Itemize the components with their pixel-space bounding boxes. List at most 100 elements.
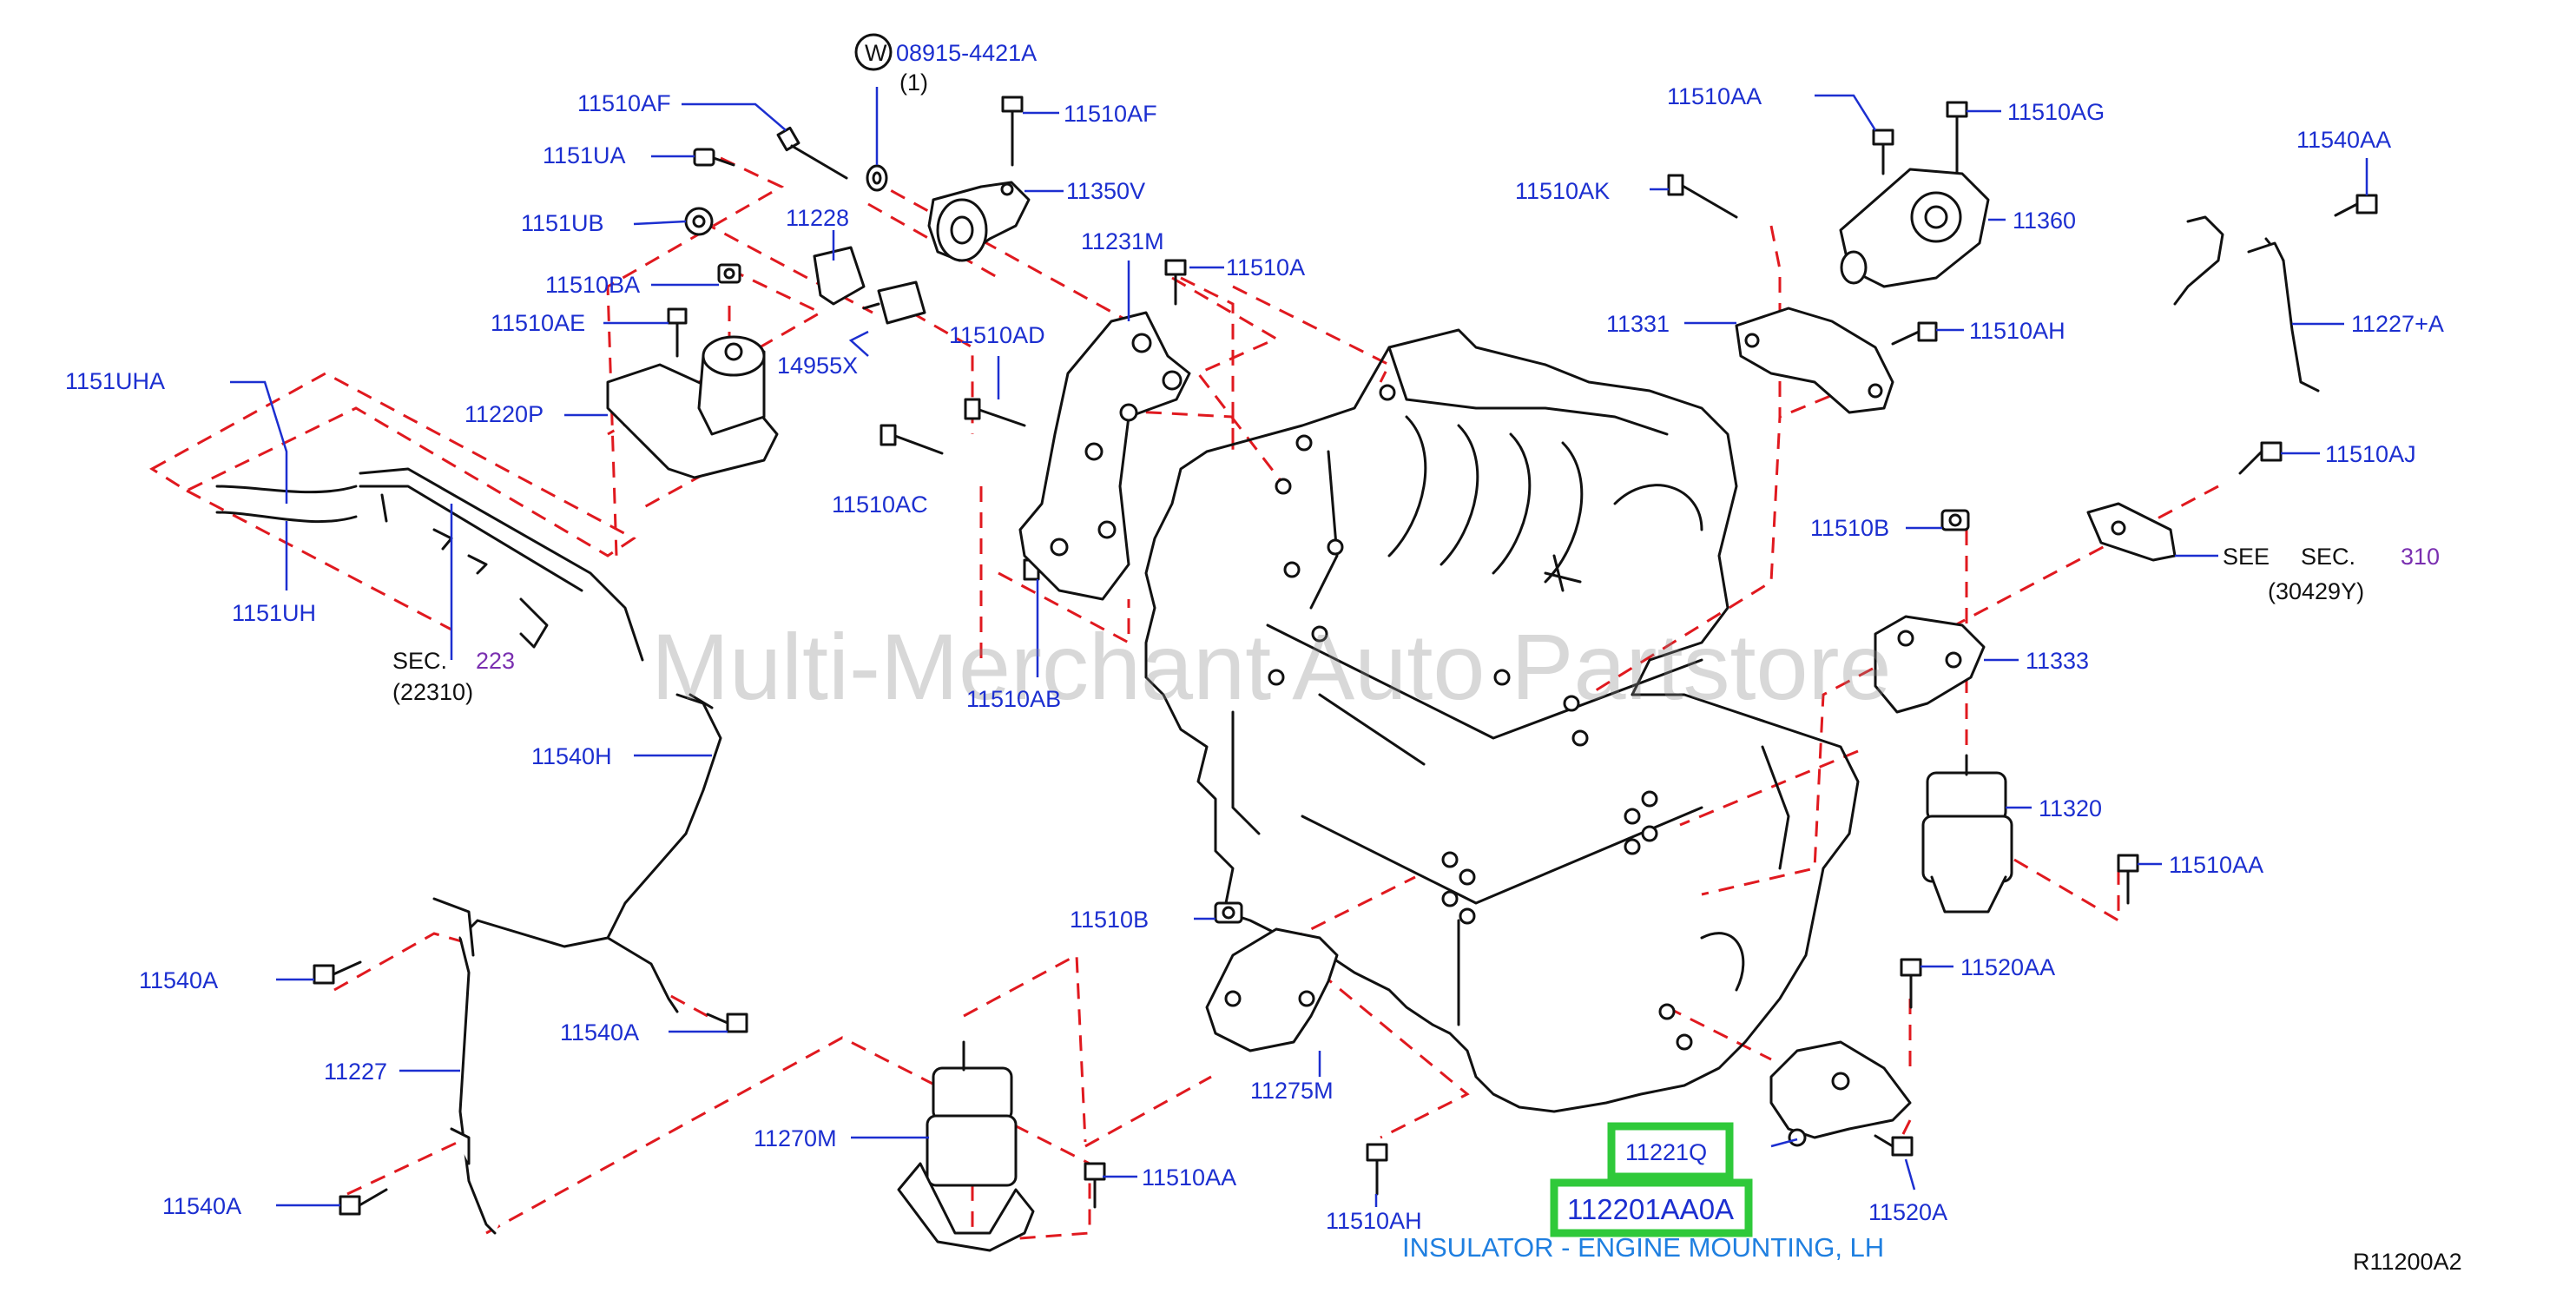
nut-11510BA-icon [717, 263, 741, 284]
label-1151UH[interactable]: 1151UH [232, 600, 316, 626]
sec-223-prefix: SEC. [392, 648, 447, 674]
bolt-11510AF-left-icon [776, 126, 848, 180]
bolt-11510AA-low-icon [1084, 1162, 1106, 1209]
mount-11270M-icon [897, 1040, 1035, 1252]
washer-symbol: W [865, 40, 887, 66]
label-11275M[interactable]: 11275M [1250, 1078, 1334, 1104]
label-11540H[interactable]: 11540H [531, 743, 612, 769]
bolt-11510A-icon [1164, 259, 1187, 306]
washer-part-number[interactable]: 08915-4421A [896, 40, 1037, 66]
nut-11510B-low-icon [1214, 901, 1243, 924]
washer-08915-icon [866, 164, 888, 192]
label-11510AA-low[interactable]: 11510AA [1142, 1164, 1236, 1191]
label-11520A[interactable]: 11520A [1868, 1199, 1947, 1225]
mount-11360-icon [1839, 168, 1990, 288]
bracket-11221Q-icon [1769, 1040, 1912, 1147]
label-11231M[interactable]: 11231M [1081, 228, 1164, 254]
label-11331[interactable]: 11331 [1606, 311, 1670, 337]
bolt-11510AC-icon [880, 424, 944, 455]
label-11510AH-low[interactable]: 11510AH [1326, 1208, 1422, 1234]
washer-1151UB-icon [684, 207, 714, 236]
label-11227[interactable]: 11227 [324, 1059, 387, 1085]
label-11510AE[interactable]: 11510AE [491, 310, 585, 336]
callout-labels: 11510AF 1151UA 1151UB 11510BA 11510AE 11… [65, 83, 2444, 1234]
highlight-callout[interactable]: 11221Q [1625, 1139, 1707, 1165]
label-11510AK[interactable]: 11510AK [1515, 178, 1610, 204]
label-1151UA[interactable]: 1151UA [543, 142, 626, 168]
label-11510B-low[interactable]: 11510B [1070, 907, 1149, 933]
sec-310-prefix: SEC. [2301, 544, 2355, 570]
bolt-11540AA-icon [2334, 194, 2378, 217]
label-11540AA[interactable]: 11540AA [2296, 127, 2391, 153]
label-14955X[interactable]: 14955X [777, 353, 858, 379]
sec-223-number[interactable]: 223 [476, 648, 515, 674]
highlight-description: INSULATOR - ENGINE MOUNTING, LH [1402, 1232, 1884, 1263]
label-11540A-mid[interactable]: 11540A [560, 1019, 639, 1046]
rod-11227-icon [432, 832, 688, 1235]
label-11228[interactable]: 11228 [786, 205, 849, 231]
label-11510AD[interactable]: 11510AD [949, 322, 1045, 348]
rod-11227A-icon [2173, 215, 2320, 393]
sec-223-reference: SEC. 223 (22310) [392, 648, 515, 705]
watermark: Multi-Merchant Auto Partstore [651, 614, 1892, 719]
harness-sec223-icon [359, 467, 644, 662]
label-11540A-low[interactable]: 11540A [162, 1193, 241, 1219]
label-11510BA[interactable]: 11510BA [545, 272, 640, 298]
label-11510B-right[interactable]: 11510B [1810, 515, 1889, 541]
label-11227A[interactable]: 11227+A [2351, 311, 2444, 337]
label-11350V[interactable]: 11350V [1066, 178, 1145, 204]
bolt-11510AH-right-icon [1891, 321, 1938, 346]
label-11510AH-right[interactable]: 11510AH [1969, 318, 2065, 344]
label-11320[interactable]: 11320 [2039, 795, 2102, 821]
bracket-11333-icon [1874, 615, 1986, 714]
sec-310-reference: SEE SEC. 310 (30429Y) [2223, 544, 2440, 604]
bolt-11510AD-icon [964, 398, 1026, 427]
clip-11228-icon [813, 246, 866, 306]
sec-310-see: SEE [2223, 544, 2270, 570]
bracket-11231M-icon [1018, 311, 1191, 601]
label-11540A-left[interactable]: 11540A [139, 967, 218, 993]
label-11510AB[interactable]: 11510AB [966, 686, 1061, 712]
label-11520AA[interactable]: 11520AA [1960, 954, 2055, 980]
label-11510AF-left[interactable]: 11510AF [577, 90, 671, 116]
bolt-11510AG-icon [1946, 101, 1968, 175]
bracket-11331-icon [1735, 307, 1894, 414]
mount-11220P-icon [606, 335, 779, 479]
label-11510AG[interactable]: 11510AG [2007, 99, 2105, 125]
washer-note: W 08915-4421A (1) [854, 33, 1037, 96]
label-11510AJ[interactable]: 11510AJ [2325, 441, 2416, 467]
nut-1151UA-icon [693, 148, 735, 167]
sensor-14955X-icon [862, 280, 926, 325]
engine-block [1144, 328, 1860, 1113]
bolt-11510AE-icon [667, 307, 688, 358]
washer-symbol-icon [854, 33, 893, 71]
bolt-11540A-low-icon [339, 1188, 388, 1216]
bolt-11520A-icon [1874, 1134, 1914, 1157]
bracket-11275M-icon [1205, 927, 1339, 1052]
label-11510A[interactable]: 11510A [1226, 254, 1305, 280]
bolt-11540A-mid-icon [706, 1013, 748, 1033]
label-1151UHA[interactable]: 1151UHA [65, 368, 165, 394]
label-11333[interactable]: 11333 [2026, 648, 2089, 674]
sec-223-sub: (22310) [392, 679, 473, 705]
label-11510AC[interactable]: 11510AC [832, 491, 928, 518]
label-11510AA-top[interactable]: 11510AA [1667, 83, 1762, 109]
label-11510AF-top[interactable]: 11510AF [1064, 101, 1157, 127]
label-11220P[interactable]: 11220P [464, 401, 544, 427]
bolt-11510AA-top-icon [1872, 129, 1894, 175]
label-11360[interactable]: 11360 [2013, 208, 2076, 234]
mount-11320-icon [1921, 754, 2013, 914]
bolt-11510AJ-icon [2238, 441, 2283, 475]
highlight-part-number[interactable]: 112201AA0A [1567, 1193, 1734, 1225]
label-11510AA-right[interactable]: 11510AA [2169, 852, 2263, 878]
leader-lines [230, 87, 2368, 1207]
label-11270M[interactable]: 11270M [754, 1125, 837, 1151]
bracket-sec310-icon [2086, 502, 2177, 562]
tube-11540H-icon [675, 693, 722, 835]
sec-310-number[interactable]: 310 [2401, 544, 2440, 570]
bolt-11520AA-icon [1900, 958, 1922, 1009]
label-1151UB[interactable]: 1151UB [521, 210, 604, 236]
bolt-11510AF-top-icon [1001, 96, 1024, 167]
